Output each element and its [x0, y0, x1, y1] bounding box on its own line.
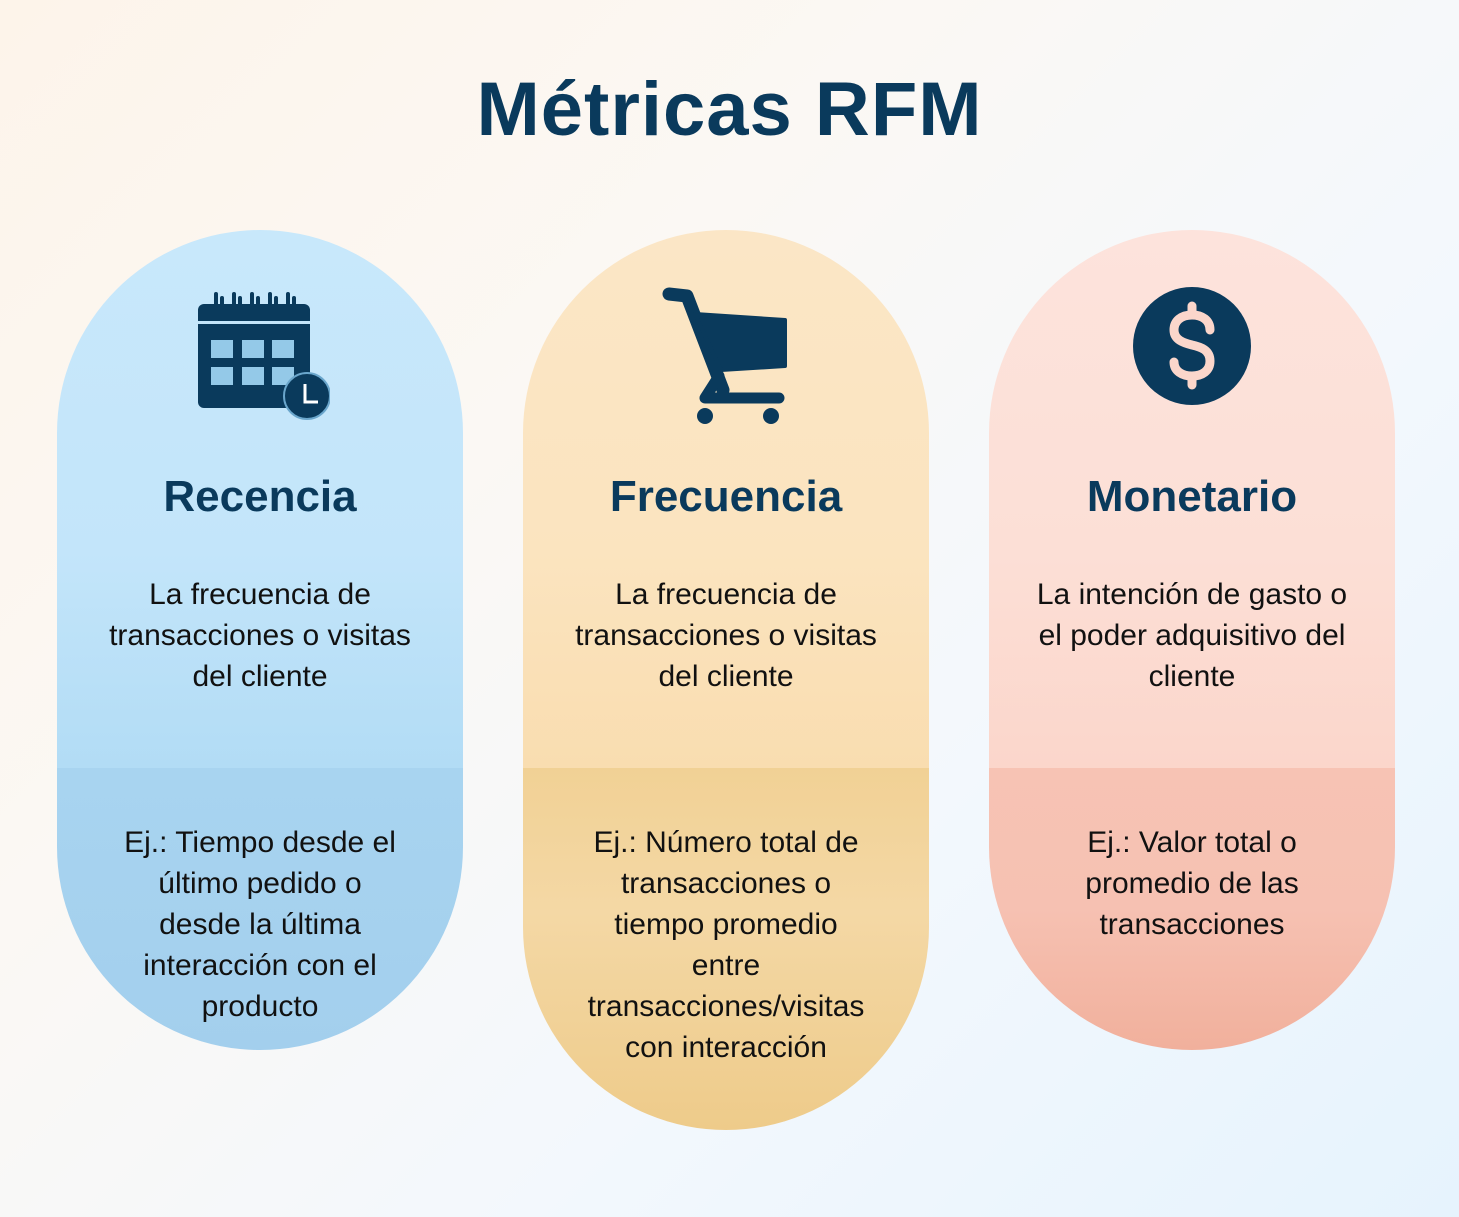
recencia-card: Recencia La frecuencia de transacciones …: [57, 230, 463, 1050]
monetario-example: Ej.: Valor total o promedio de las trans…: [1009, 822, 1375, 945]
example-line: Ej.: Tiempo desde el: [124, 826, 396, 859]
monetario-heading: Monetario: [1086, 472, 1298, 521]
recencia-description: La frecuencia de transacciones o visitas…: [77, 574, 443, 697]
example-line: Ej.: Número total de: [593, 826, 859, 859]
desc-line: transacciones o visitas: [109, 619, 411, 652]
example-line: promedio de las: [1085, 867, 1299, 900]
shopping-cart-icon: [662, 287, 787, 424]
desc-line: cliente: [1148, 660, 1236, 693]
monetario-card: Monetario La intención de gasto o el pod…: [989, 230, 1395, 1050]
frecuencia-card: Frecuencia La frecuencia de transaccione…: [523, 230, 929, 1130]
example-line: entre: [691, 949, 761, 982]
example-line: último pedido o: [158, 867, 362, 900]
frecuencia-example: Ej.: Número total de transacciones o tie…: [543, 822, 909, 1068]
dollar-coin-icon: [1133, 287, 1251, 405]
desc-line: La frecuencia de: [149, 578, 371, 611]
desc-line: La frecuencia de: [615, 578, 837, 611]
page-title: Métricas RFM: [476, 67, 983, 152]
example-line: desde la última: [159, 908, 361, 941]
desc-line: transacciones o visitas: [575, 619, 877, 652]
desc-line: el poder adquisitivo del: [1038, 619, 1346, 652]
example-line: producto: [201, 990, 319, 1023]
frecuencia-card-bottom: [523, 768, 929, 1130]
desc-line: del cliente: [192, 660, 328, 693]
example-line: interacción con el: [143, 949, 377, 982]
recencia-card-bottom: [57, 768, 463, 1050]
desc-line: La intención de gasto o: [1036, 578, 1348, 611]
recencia-heading: Recencia: [163, 472, 357, 521]
frecuencia-heading: Frecuencia: [609, 472, 843, 521]
example-line: tiempo promedio: [614, 908, 838, 941]
example-line: transacciones: [1099, 908, 1285, 941]
example-line: transacciones o: [620, 867, 832, 900]
monetario-description: La intención de gasto o el poder adquisi…: [1009, 574, 1375, 697]
example-line: transacciones/visitas: [587, 990, 865, 1023]
example-line: Ej.: Valor total o: [1087, 826, 1297, 859]
example-line: con interacción: [625, 1031, 827, 1064]
desc-line: del cliente: [658, 660, 794, 693]
frecuencia-description: La frecuencia de transacciones o visitas…: [543, 574, 909, 697]
monetario-card-bottom: [989, 768, 1395, 1050]
recencia-example: Ej.: Tiempo desde el último pedido o des…: [77, 822, 443, 1027]
calendar-clock-icon: [198, 292, 330, 420]
